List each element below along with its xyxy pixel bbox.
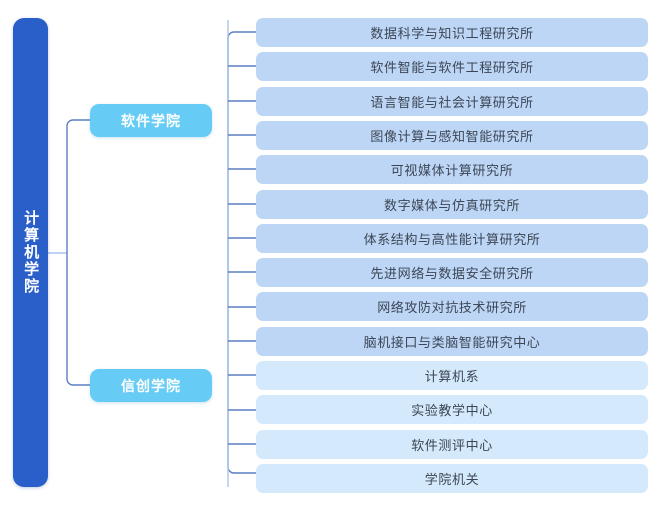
leaf-node[interactable]: 数字媒体与仿真研究所 [256,189,648,219]
leaf-node[interactable]: 计算机系 [256,361,648,390]
branch-node-label: 软件学院 [121,112,181,129]
leaf-node[interactable]: 学院机关 [256,463,648,493]
leaf-node[interactable]: 实验教学中心 [256,395,648,425]
leaf-node-label: 软件测评中心 [411,437,493,453]
leaf-node-label: 数字媒体与仿真研究所 [383,197,520,213]
root-node-computer-college[interactable]: 计算机学院 [13,18,48,487]
leaf-node-label: 学院机关 [424,471,480,487]
leaf-node[interactable]: 体系结构与高性能计算研究所 [256,223,648,253]
leaf-node[interactable]: 可视媒体计算研究所 [256,155,648,185]
leaf-node-label: 可视媒体计算研究所 [390,163,514,179]
leaf-node-label: 数据科学与知识工程研究所 [370,26,534,41]
branch-node-label: 信创学院 [121,377,181,394]
leaf-node-label: 软件智能与软件工程研究所 [370,60,534,76]
leaf-node-label: 脑机接口与类脑智能研究中心 [363,334,541,350]
leaf-node[interactable]: 先进网络与数据安全研究所 [256,258,648,288]
leaf-node[interactable]: 数据科学与知识工程研究所 [256,18,648,47]
leaf-node-label: 计算机系 [424,369,480,384]
leaf-node[interactable]: 脑机接口与类脑智能研究中心 [256,326,648,356]
leaf-node[interactable]: 语言智能与社会计算研究所 [256,86,648,116]
leaf-node-label: 网络攻防对抗技术研究所 [377,300,527,316]
leaf-node-label: 体系结构与高性能计算研究所 [363,231,541,247]
leaf-node-label: 先进网络与数据安全研究所 [370,266,534,282]
root-node-label: 计算机学院 [22,210,40,295]
leaf-node-label: 图像计算与感知智能研究所 [370,128,534,144]
leaf-node[interactable]: 软件测评中心 [256,429,648,459]
leaf-node[interactable]: 软件智能与软件工程研究所 [256,52,648,82]
branch-node-xinchuang-college[interactable]: 信创学院 [90,369,212,402]
branch-node-software-college[interactable]: 软件学院 [90,104,212,137]
leaf-node-label: 语言智能与社会计算研究所 [370,94,534,110]
leaf-node[interactable]: 图像计算与感知智能研究所 [256,120,648,150]
leaf-node-label: 实验教学中心 [411,403,493,419]
leaf-node[interactable]: 网络攻防对抗技术研究所 [256,292,648,322]
